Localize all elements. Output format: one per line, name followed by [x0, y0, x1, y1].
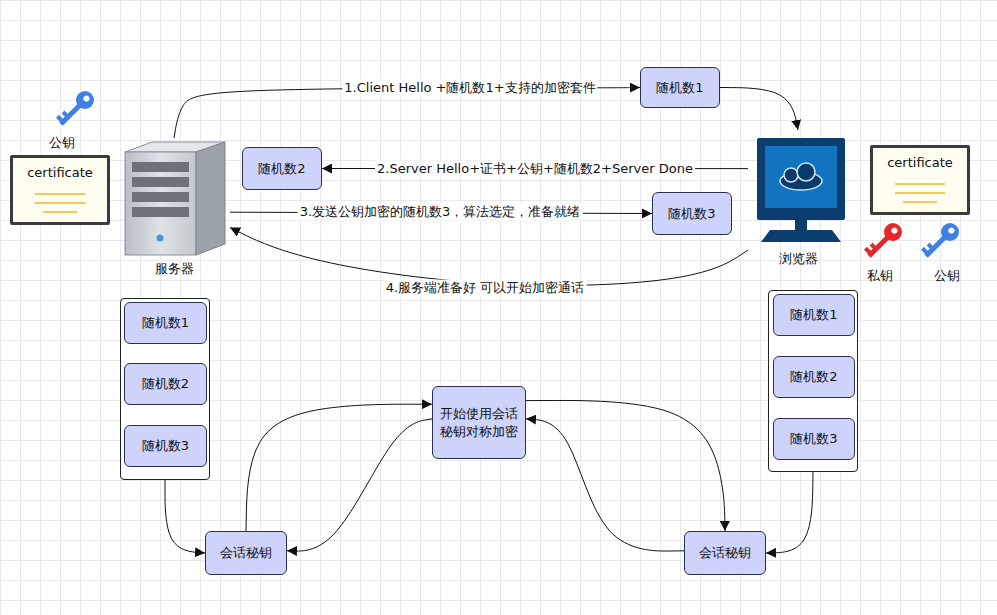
random-box: 随机数3: [773, 418, 855, 460]
monitor-base: [761, 230, 841, 242]
monitor-screen: [765, 146, 837, 208]
server-side: [196, 142, 225, 255]
random-box: 随机数2: [124, 363, 207, 405]
certificate-line: [895, 183, 945, 185]
certificate-line: [35, 193, 85, 195]
connector: [766, 472, 813, 553]
connectors: [165, 88, 813, 554]
drive-bay: [132, 192, 189, 202]
random-box: 随机数3: [124, 425, 207, 467]
certificate-line: [895, 192, 945, 194]
server-front: [125, 152, 196, 255]
key-hole: [82, 94, 90, 102]
node-caption: 服务器: [118, 260, 230, 278]
node-text: 随机数3: [790, 430, 837, 448]
connector: [720, 88, 798, 131]
edge-label: 4.服务端准备好 可以开始加密通话: [384, 280, 587, 297]
node-text: 随机数2: [790, 368, 837, 386]
power-light: [157, 235, 164, 242]
node-text: 随机数2: [142, 375, 189, 393]
process-box: 开始使用会话秘钥对称加密: [432, 386, 526, 459]
random-box: 随机数1: [773, 294, 855, 336]
edge-label: 1.Client Hello +随机数1+支持的加密套件: [342, 80, 597, 97]
random-box: 随机数2: [773, 356, 855, 398]
certificate-box: certificate: [10, 155, 110, 225]
node-text: 随机数3: [142, 437, 189, 455]
session-key-box: 会话秘钥: [205, 531, 287, 575]
key-hole: [890, 226, 898, 234]
key-shaft: [867, 235, 890, 258]
cloud-icon: [780, 163, 822, 190]
random-box: 随机数1: [640, 67, 720, 108]
node-text: 随机数1: [142, 314, 189, 332]
browser-illustration: [757, 138, 845, 242]
key-tooth: [864, 247, 871, 254]
node-text: 随机数1: [790, 306, 837, 324]
random-box: 随机数3: [652, 192, 732, 235]
certificate-box: certificate: [870, 145, 970, 215]
key-shaft: [59, 103, 82, 126]
certificate-line: [903, 201, 937, 203]
key-tooth: [921, 247, 928, 254]
node-text: 会话秘钥: [699, 544, 751, 562]
key-label: 公钥: [932, 268, 962, 285]
public-key-icon: [920, 219, 963, 262]
node-text: 会话秘钥: [220, 544, 272, 562]
connector: [526, 419, 684, 551]
cloud-part: [784, 168, 798, 182]
node-text: 开始使用会话秘钥对称加密: [433, 405, 525, 440]
monitor-frame: [757, 138, 845, 220]
server-node: 服务器: [118, 138, 230, 278]
connector: [165, 480, 205, 553]
drive-bay: [132, 177, 189, 187]
server-illustration: [125, 142, 225, 255]
node-text: certificate: [27, 164, 93, 182]
node-text: 随机数1: [656, 79, 703, 97]
connector: [230, 228, 748, 286]
key-tooth: [870, 243, 876, 249]
random-box: 随机数2: [242, 147, 322, 190]
key-tooth: [56, 115, 63, 122]
drive-bay: [132, 207, 189, 217]
public-key-icon: [55, 87, 98, 130]
key-label: 私钥: [865, 268, 895, 285]
edge-label: 3.发送公钥加密的随机数3，算法选定，准备就绪: [298, 204, 583, 221]
random-box: 随机数1: [124, 302, 207, 344]
group-box: 随机数1 随机数2 随机数3: [120, 298, 210, 480]
connector: [287, 419, 432, 551]
cloud-part: [797, 163, 815, 181]
key-shaft: [924, 235, 947, 258]
drive-bay: [132, 162, 189, 172]
key-hole: [947, 226, 955, 234]
certificate-line: [35, 202, 85, 204]
node-caption: 浏览器: [748, 250, 848, 268]
node-text: 随机数2: [258, 160, 305, 178]
connector: [246, 404, 432, 531]
edge-label: 2.Server Hello+证书+公钥+随机数2+Server Done: [375, 161, 695, 178]
node-text: 随机数3: [668, 205, 715, 223]
certificate-line: [43, 211, 77, 213]
monitor-stand: [795, 220, 807, 230]
browser-node: 浏览器: [748, 130, 848, 268]
session-key-box: 会话秘钥: [684, 531, 766, 575]
group-box: 随机数1 随机数2 随机数3: [768, 290, 858, 472]
key-label: 公钥: [47, 135, 77, 152]
connector: [526, 400, 725, 531]
key-tooth: [62, 111, 68, 117]
key-tooth: [927, 243, 933, 249]
private-key-icon: [863, 219, 906, 262]
node-text: certificate: [887, 154, 953, 172]
